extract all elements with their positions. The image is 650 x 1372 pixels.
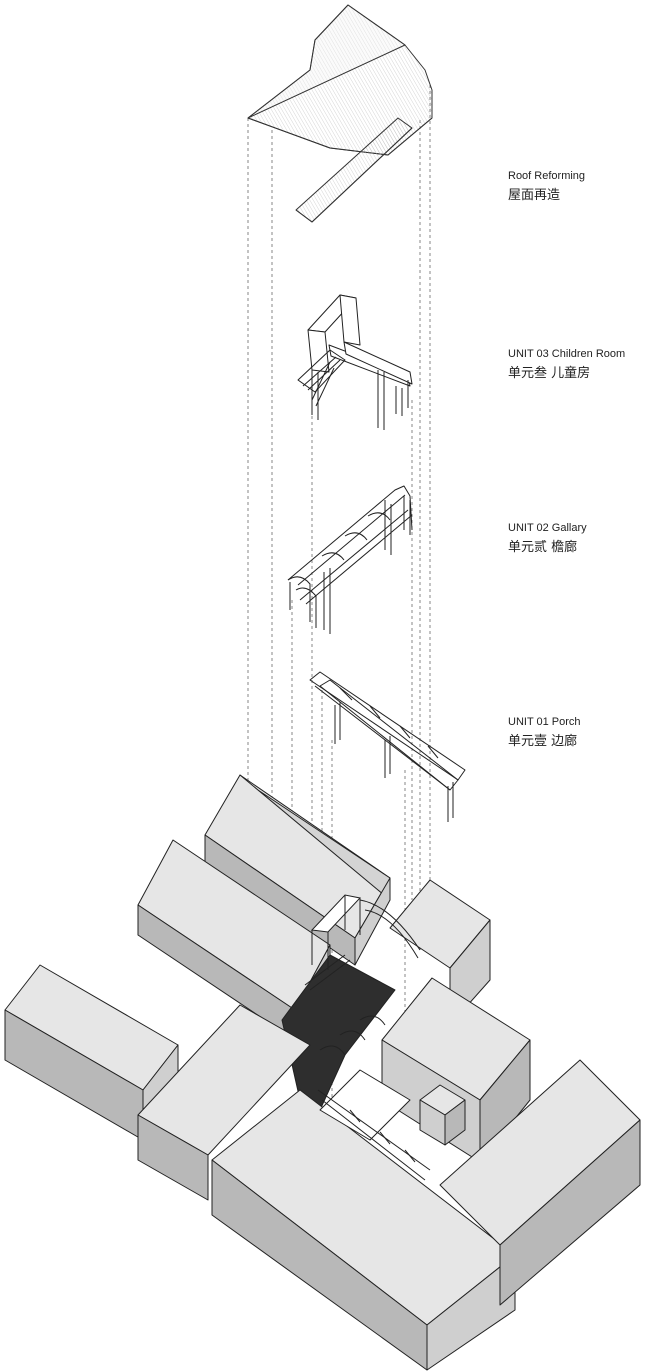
unit01-frame (309, 671, 466, 822)
label-unit02: UNIT 02 Gallary 单元贰 檐廊 (508, 521, 587, 557)
label-roof-cn: 屋面再造 (508, 188, 561, 203)
label-unit03-cn: 单元叁 儿童房 (508, 366, 591, 381)
label-unit03-en: UNIT 03 Children Room (508, 348, 626, 360)
unit03-frame (297, 294, 413, 430)
assembled-frames (304, 894, 431, 1181)
unit02-frame (287, 485, 413, 634)
label-unit01-en: UNIT 01 Porch (508, 716, 581, 728)
label-unit02-en: UNIT 02 Gallary (508, 522, 587, 534)
label-unit01: UNIT 01 Porch 单元壹 边廊 (508, 715, 581, 751)
label-roof-en: Roof Reforming (508, 170, 586, 182)
ground-buildings (4, 774, 641, 1371)
label-unit01-cn: 单元壹 边廊 (508, 734, 578, 749)
roof-layer (247, 4, 433, 223)
label-unit02-cn: 单元贰 檐廊 (508, 540, 578, 555)
label-unit03: UNIT 03 Children Room 单元叁 儿童房 (508, 347, 625, 383)
label-roof: Roof Reforming 屋面再造 (508, 169, 585, 205)
